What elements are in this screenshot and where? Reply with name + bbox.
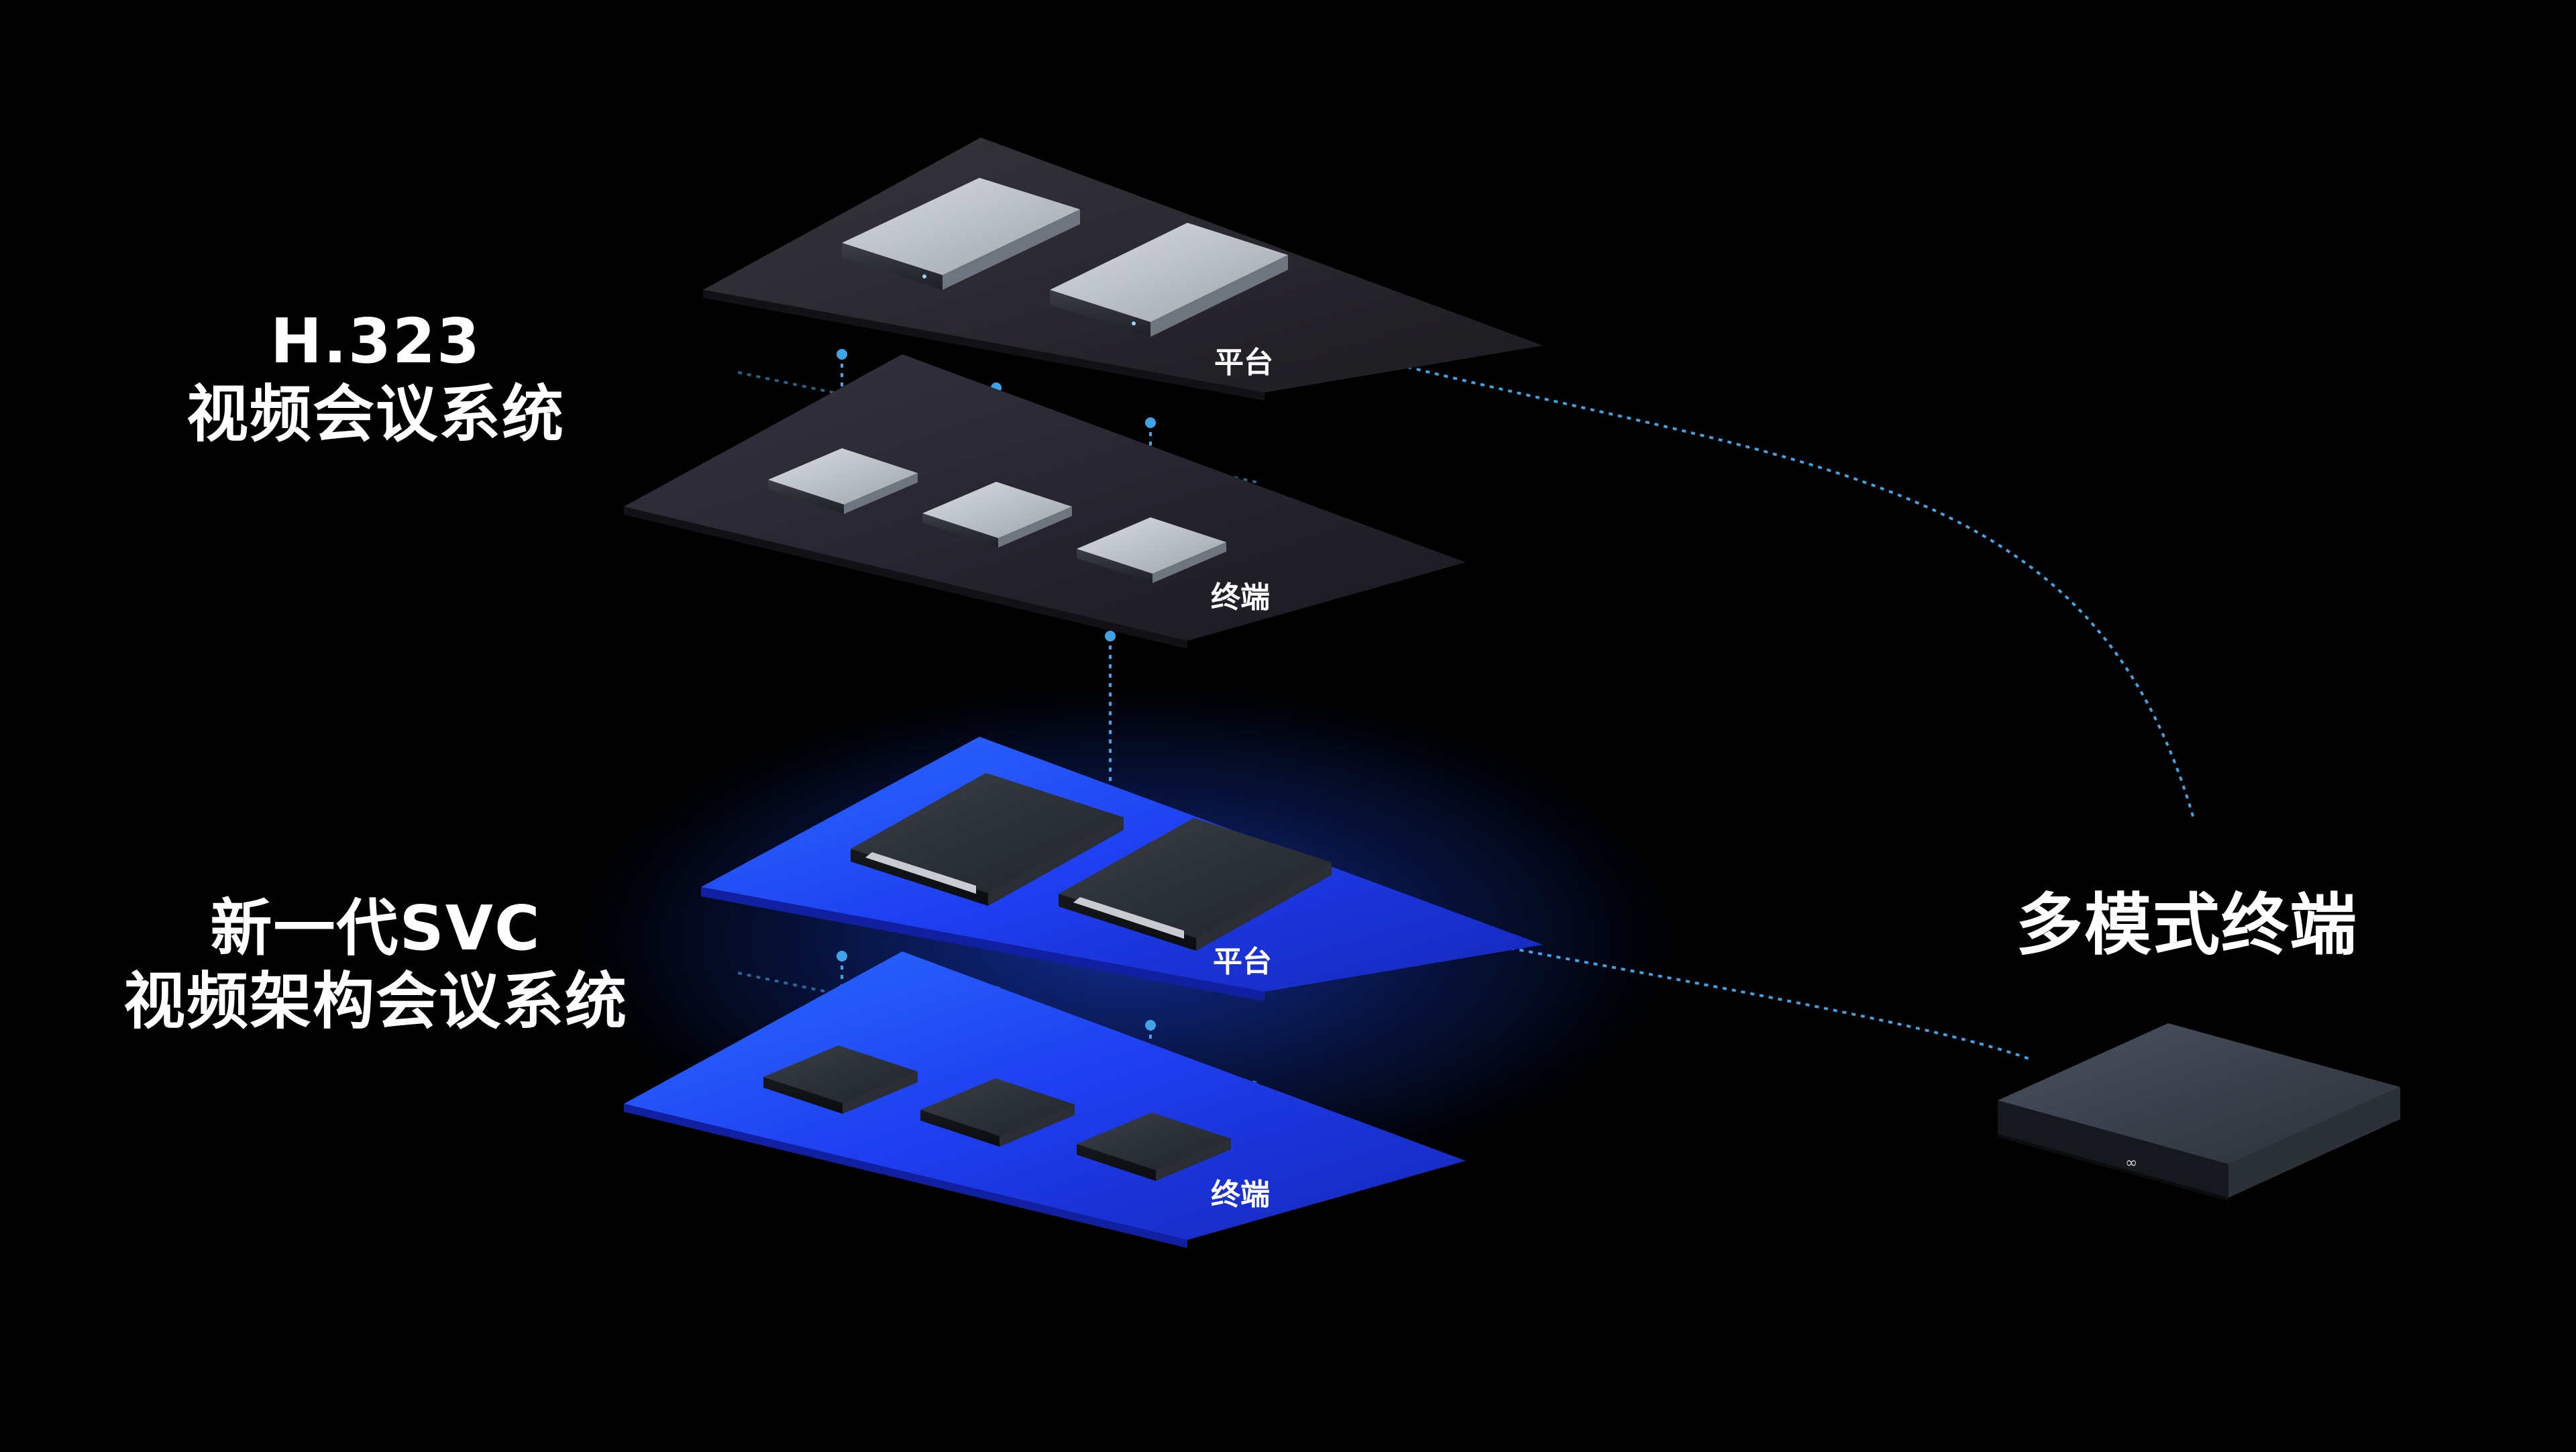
- h323-terminal-device-2: [922, 482, 1072, 548]
- h323-terminal-layer: 终端: [624, 354, 1466, 649]
- svc-to-multimode-connector: [1408, 928, 2033, 1061]
- h323-terminal-device-1: [768, 448, 918, 514]
- svc-terminal-device-3: [1077, 1112, 1231, 1181]
- h323-terminal-label: 终端: [1211, 580, 1270, 615]
- h323-system-title: H.323 视频会议系统: [121, 305, 631, 451]
- h323-terminal-dot: [1105, 631, 1116, 641]
- h323-terminal-device-3: [1077, 517, 1226, 583]
- svc-platform-label: 平台: [1213, 945, 1272, 979]
- multimode-title-text: 多模式终端: [2016, 886, 2358, 964]
- svc-terminal-device-1: [763, 1045, 918, 1114]
- multimode-terminal-title: 多模式终端: [1945, 886, 2428, 965]
- svc-system-title: 新一代SVC 视频架构会议系统: [101, 892, 651, 1038]
- multimode-logo-icon: ∞: [2125, 1155, 2137, 1172]
- svc-terminal-layer: 终端: [624, 951, 1466, 1248]
- h323-platform-label: 平台: [1214, 346, 1273, 380]
- h323-platform-server-2: [1050, 223, 1288, 337]
- svc-title-line1: 新一代SVC: [210, 892, 541, 964]
- h323-title-line2: 视频会议系统: [186, 378, 565, 450]
- h323-title-line1: H.323: [270, 305, 481, 377]
- multimode-terminal-device: ∞: [1998, 1023, 2400, 1201]
- h323-to-multimode-connector: [1361, 354, 2195, 819]
- svc-terminal-device-2: [920, 1078, 1075, 1147]
- h323-platform-layer: 平台: [703, 138, 1543, 401]
- svc-terminal-label: 终端: [1211, 1178, 1270, 1212]
- h323-platform-server-1: [842, 178, 1080, 290]
- svc-platform-server-1: [851, 773, 1124, 906]
- svc-platform-server-2: [1059, 818, 1332, 951]
- svc-platform-layer: 平台: [701, 737, 1543, 1001]
- svc-title-line2: 视频架构会议系统: [123, 965, 628, 1037]
